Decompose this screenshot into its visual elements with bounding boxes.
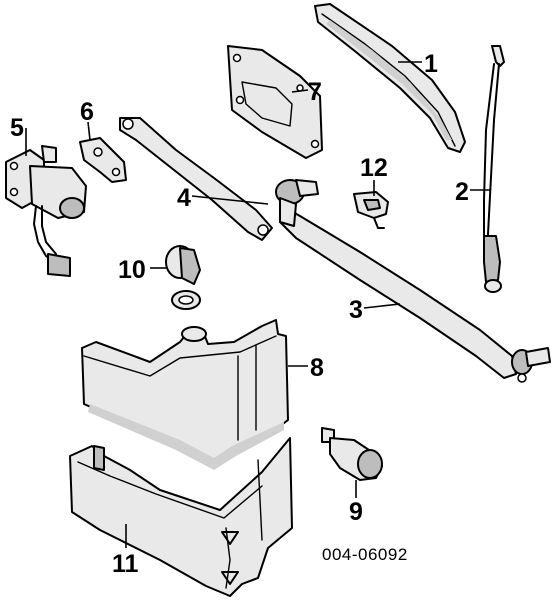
callout-3: 3 bbox=[349, 296, 363, 324]
callout-12: 12 bbox=[360, 154, 388, 182]
part-10-grommet bbox=[165, 245, 201, 310]
callout-1: 1 bbox=[424, 50, 438, 78]
part-4-drive-link bbox=[119, 117, 273, 241]
callout-5: 5 bbox=[10, 114, 24, 142]
part-12-clip bbox=[353, 191, 389, 229]
part-6-small-bracket bbox=[79, 137, 127, 183]
callout-11: 11 bbox=[112, 550, 139, 578]
callout-labels: 1 2 3 4 5 6 7 8 9 10 11 12 bbox=[10, 50, 469, 578]
part-1-cowl-strip bbox=[314, 3, 466, 153]
leader-4 bbox=[191, 195, 269, 205]
part-9-washer-pump bbox=[321, 427, 383, 481]
callout-6: 6 bbox=[80, 98, 94, 126]
callout-8: 8 bbox=[310, 354, 324, 382]
callout-4: 4 bbox=[177, 184, 191, 212]
callout-2: 2 bbox=[455, 178, 469, 206]
part-11-reservoir-shield bbox=[69, 437, 293, 597]
diagram-code: 004-06092 bbox=[322, 545, 408, 564]
callout-10: 10 bbox=[118, 256, 146, 284]
part-3-main-linkage bbox=[275, 179, 551, 383]
leader-7 bbox=[291, 89, 309, 93]
leader-3 bbox=[363, 303, 401, 309]
part-2-wiper-arm bbox=[483, 45, 505, 293]
callout-9: 9 bbox=[349, 498, 363, 526]
part-7-mounting-bracket bbox=[227, 45, 323, 159]
leader-6 bbox=[87, 121, 91, 141]
part-8-washer-reservoir bbox=[81, 319, 289, 470]
leader-lines bbox=[25, 61, 490, 548]
callout-7: 7 bbox=[308, 78, 322, 106]
part-5-wiper-motor bbox=[5, 145, 87, 277]
